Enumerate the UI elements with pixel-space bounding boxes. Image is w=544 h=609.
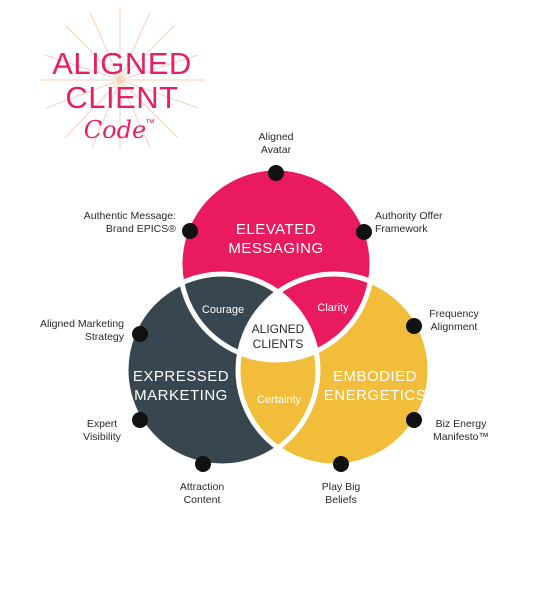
- node-label-authentic-message: Authentic Message: Brand EPICS®: [83, 210, 176, 235]
- node-biz-energy: [406, 412, 422, 428]
- node-authority-offer: [356, 224, 372, 240]
- node-authentic-message: [182, 223, 198, 239]
- node-label-attraction-content: Attraction Content: [179, 481, 225, 506]
- node-label-aligned-avatar: Aligned Avatar: [258, 131, 294, 156]
- node-label-frequency-alignment: Frequency Alignment: [429, 308, 479, 333]
- logo-line-1: ALIGNED: [52, 46, 192, 81]
- node-label-play-big: Play Big Beliefs: [321, 481, 361, 506]
- node-frequency-alignment: [406, 318, 422, 334]
- node-label-expert-visibility: Expert Visibility: [83, 418, 121, 443]
- node-attraction-content: [195, 456, 211, 472]
- label-courage: Courage: [202, 304, 244, 316]
- logo-script-word: Code: [84, 116, 146, 144]
- sunburst-icon: [40, 8, 205, 150]
- node-expert-visibility: [132, 412, 148, 428]
- label-clarity: Clarity: [317, 302, 349, 314]
- node-aligned-avatar: [268, 165, 284, 181]
- logo: ALIGNED CLIENT Code ™: [40, 8, 205, 150]
- logo-line-2: CLIENT: [65, 80, 178, 115]
- node-label-authority-offer: Authority Offer Framework: [375, 210, 443, 235]
- nodes: [132, 165, 422, 472]
- node-aligned-marketing: [132, 326, 148, 342]
- label-certainty: Certainty: [257, 394, 302, 406]
- node-label-aligned-marketing: Aligned Marketing Strategy: [39, 318, 124, 343]
- center-aligned-clients: [238, 274, 318, 360]
- node-play-big: [333, 456, 349, 472]
- logo-trademark: ™: [145, 118, 155, 129]
- node-label-biz-energy: Biz Energy Manifesto™: [432, 418, 490, 443]
